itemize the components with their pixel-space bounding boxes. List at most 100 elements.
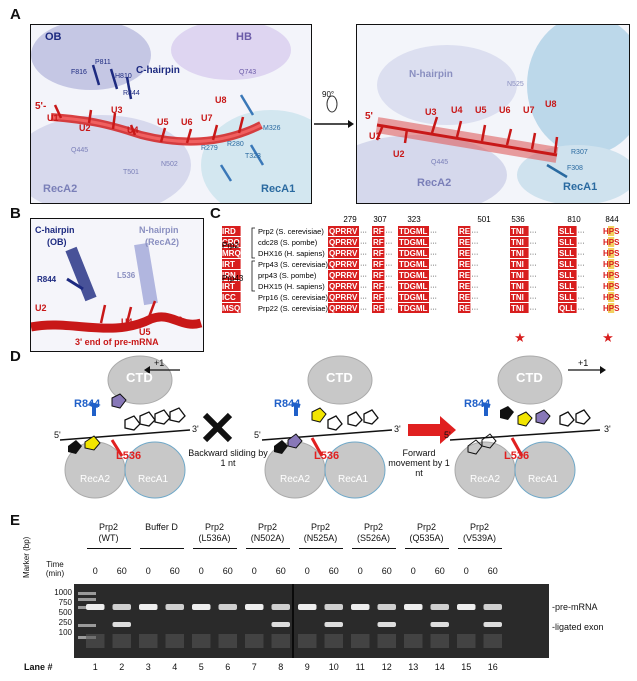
seq-block <box>510 248 529 258</box>
highlight-844 <box>608 270 615 280</box>
nt-r-u4: U4 <box>451 105 463 115</box>
marker-scale: 1000 750 500 250 100 <box>40 588 72 638</box>
group-bracket <box>251 260 255 292</box>
gel-group-header: Prp2(N525A) <box>291 522 351 544</box>
residue-p811: P811 <box>95 59 111 66</box>
seq-text: RE <box>459 304 471 313</box>
seq-block <box>372 237 385 247</box>
residue-q743: Q743 <box>239 69 257 76</box>
seq-text: RF <box>373 271 384 280</box>
seq-text: QPRRV <box>329 282 358 291</box>
residue-h810: H810 <box>115 73 132 80</box>
marker-title-text: Marker (bp) <box>22 536 31 578</box>
seq-block <box>510 226 529 236</box>
b-caption: 3' end of pre-mRNA <box>75 337 159 347</box>
highlight-844 <box>608 237 615 247</box>
seq-text: IRD <box>222 227 236 236</box>
residue-q445-right: Q445 <box>431 159 449 166</box>
time-value: 60 <box>116 566 127 576</box>
seq-text: TNI <box>511 227 524 236</box>
d-r844-1: R844 <box>74 398 101 410</box>
pre-mrna-band <box>271 604 290 610</box>
seq-block <box>222 303 241 313</box>
position-536: 536 <box>511 215 525 224</box>
seq-text: TDGML <box>399 227 428 236</box>
domain-reca2: RecA2 <box>43 183 78 195</box>
gel-smear <box>404 634 423 648</box>
gel-group-line <box>351 548 396 549</box>
seq-text: TNI <box>511 271 524 280</box>
seq-text: TNI <box>511 260 524 269</box>
pre-mrna-band <box>324 604 343 610</box>
seq-text: RE <box>459 249 471 258</box>
seq-block <box>398 226 429 236</box>
d-l536-1: L536 <box>116 450 142 462</box>
gap-dots: ··· <box>471 295 478 302</box>
seq-text: SLL <box>559 293 574 302</box>
gap-dots: ··· <box>430 251 437 258</box>
d-reca1-1: RecA1 <box>138 474 169 485</box>
gel-group-header: Prp2(L536A) <box>185 522 245 544</box>
pre-mrna-band <box>457 604 476 610</box>
marker-1000: 1000 <box>54 588 72 597</box>
gap-dots: ··· <box>471 251 478 258</box>
gap-dots: ··· <box>578 229 585 236</box>
time-value: 60 <box>434 566 445 576</box>
gel-group-line <box>404 548 449 549</box>
pre-mrna-band <box>430 604 449 610</box>
seq-text: TDGML <box>399 238 428 247</box>
b-u5: U5 <box>139 327 151 337</box>
time-value: 0 <box>198 566 204 576</box>
lane-number: 2 <box>119 662 125 672</box>
seq-text: RF <box>373 282 384 291</box>
gel-group-line <box>298 548 343 549</box>
seq-text: ICC <box>222 293 236 302</box>
seq-block <box>458 281 471 291</box>
structure-render-right <box>357 25 629 203</box>
gap-dots: ··· <box>385 306 392 313</box>
panel-label-b: B <box>10 205 21 222</box>
gel-group-name: Buffer D <box>145 522 178 532</box>
ligated-exon-band <box>377 622 396 627</box>
time-label: Time (min) <box>45 560 65 578</box>
lane-number: 15 <box>461 662 472 672</box>
five-prime-label: 5'- <box>35 101 47 112</box>
gap-dots: ··· <box>530 295 537 302</box>
seq-block <box>398 237 429 247</box>
seq-block <box>222 270 241 280</box>
pre-mrna-band <box>404 604 423 610</box>
b-u4: U4 <box>121 317 133 327</box>
seq-block <box>558 226 577 236</box>
gel-smear <box>430 634 449 648</box>
gap-dots: ··· <box>471 229 478 236</box>
gel-group-name: Prp2 <box>469 522 489 532</box>
gel-group-sub: (S526A) <box>356 533 391 543</box>
seq-block <box>398 270 429 280</box>
nt-u5: U5 <box>157 117 169 127</box>
domain-hb: HB <box>236 31 252 43</box>
residue-q445: Q445 <box>71 147 89 154</box>
model-left <box>59 355 191 499</box>
gel-group-sub: (N502A) <box>250 533 285 543</box>
seq-text: RE <box>459 260 471 269</box>
b-n-hairpin: N-hairpin <box>139 225 179 235</box>
seq-block <box>458 237 471 247</box>
ligated-exon-band <box>430 622 449 627</box>
residue-f308: F308 <box>567 165 583 172</box>
gel-group-name: Prp2 <box>257 522 277 532</box>
lane-number: 8 <box>278 662 284 672</box>
seq-block <box>372 259 385 269</box>
d-plus1-left: +1 <box>154 358 165 368</box>
gap-dots: ··· <box>360 240 367 247</box>
gap-dots: ··· <box>471 284 478 291</box>
gap-dots: ··· <box>530 306 537 313</box>
gap-dots: ··· <box>471 262 478 269</box>
time-value: 60 <box>275 566 286 576</box>
panel-label-d: D <box>10 348 21 365</box>
residue-r280: R280 <box>227 141 244 148</box>
seq-text: RF <box>373 293 384 302</box>
gap-dots: ··· <box>360 295 367 302</box>
gel-group-line <box>86 548 131 549</box>
ligated-exon-band <box>324 622 343 627</box>
